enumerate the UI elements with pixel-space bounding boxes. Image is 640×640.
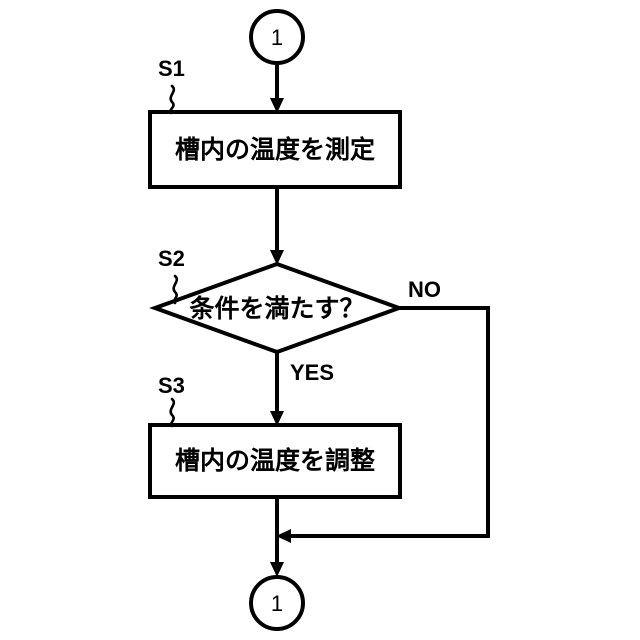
step-tag-s3-text: S3 — [158, 373, 185, 398]
process-box-s3[interactable]: 槽内の温度を調整 — [148, 423, 402, 499]
arrowhead-left-icon — [276, 529, 291, 543]
decision-diamond-s2[interactable]: 条件を満たす？ — [149, 261, 405, 355]
terminal-start-outline — [249, 9, 305, 65]
arrowhead-down-icon — [270, 250, 284, 265]
step-tag-s1-text: S1 — [158, 56, 185, 81]
leader-squiggle-s2-icon — [172, 274, 179, 305]
terminal-end-outline — [249, 575, 305, 631]
arrowhead-down-icon — [270, 411, 284, 426]
connector-start-to-s1 — [270, 63, 284, 113]
step-tag-s3: S3 — [158, 373, 185, 428]
connector-s1-to-s2 — [270, 187, 284, 265]
step-tag-s2: S2 — [158, 246, 185, 305]
connector-s3-to-end — [270, 497, 284, 577]
terminal-start-label: 1 — [271, 25, 283, 50]
terminal-end[interactable]: 1 — [249, 575, 305, 631]
arrowhead-down-icon — [270, 562, 284, 577]
connector-no-branch — [276, 306, 490, 543]
branch-label-yes: YES — [290, 360, 334, 385]
leader-squiggle-s3-icon — [169, 397, 176, 428]
leader-squiggle-s1-icon — [169, 84, 176, 115]
process-box-s3-label: 槽内の温度を調整 — [175, 446, 375, 475]
process-box-s1-outline — [148, 110, 402, 189]
arrowhead-down-icon — [270, 98, 284, 113]
process-box-s3-outline — [148, 423, 402, 499]
terminal-end-label: 1 — [271, 591, 283, 616]
branch-label-no: NO — [408, 277, 441, 302]
terminal-start[interactable]: 1 — [249, 9, 305, 65]
decision-diamond-s2-label: 条件を満たす？ — [189, 294, 364, 323]
step-tag-s1: S1 — [158, 56, 185, 115]
step-tag-s2-text: S2 — [158, 246, 185, 271]
process-box-s1[interactable]: 槽内の温度を測定 — [148, 110, 402, 189]
connector-yes-to-s3 — [270, 352, 284, 426]
process-box-s1-label: 槽内の温度を測定 — [175, 135, 375, 164]
